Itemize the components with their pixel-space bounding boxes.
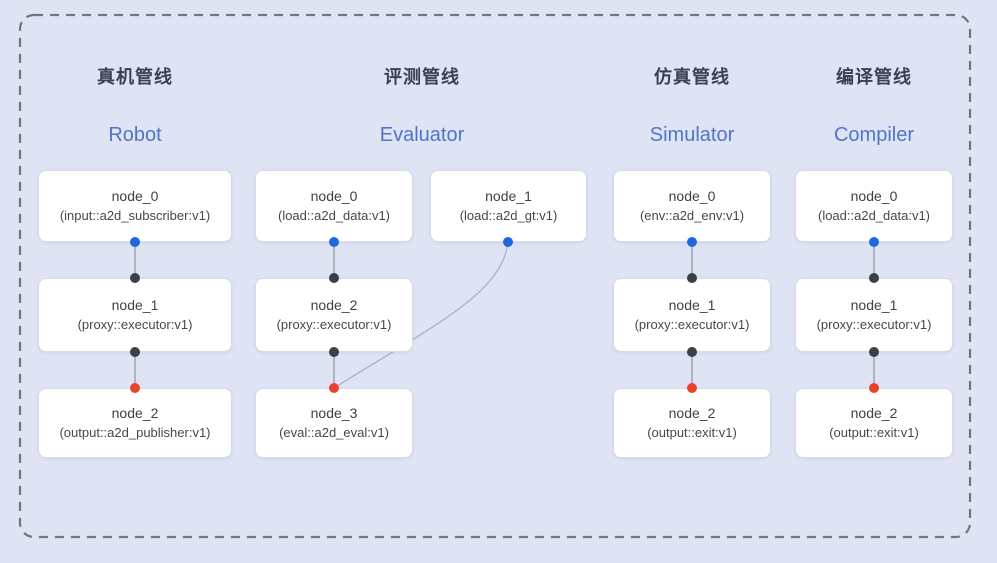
node-name: node_0: [850, 187, 898, 204]
node-robot-1: node_1 (proxy::executor:v1): [38, 278, 232, 352]
node-type: (input::a2d_subscriber:v1): [59, 208, 211, 224]
node-name: node_2: [668, 404, 716, 421]
node-evaluator-1: node_1 (load::a2d_gt:v1): [430, 170, 587, 242]
pipeline-title-cn-evaluator: 评测管线: [384, 67, 460, 87]
node-type: (output::a2d_publisher:v1): [59, 425, 211, 441]
pipeline-title-en-compiler: Compiler: [833, 124, 915, 146]
pipeline-title-cn-robot: 真机管线: [97, 67, 173, 87]
node-name: node_1: [485, 187, 532, 204]
node-name: node_0: [111, 187, 159, 204]
node-compiler-2: node_2 (output::exit:v1): [795, 388, 953, 458]
group-dashed-border: [18, 13, 972, 539]
node-type: (proxy::executor:v1): [816, 317, 932, 333]
node-name: node_2: [850, 404, 898, 421]
node-type: (load::a2d_data:v1): [277, 208, 391, 224]
node-type: (output::exit:v1): [647, 425, 737, 441]
node-evaluator-0: node_0 (load::a2d_data:v1): [255, 170, 413, 242]
node-type: (proxy::executor:v1): [634, 317, 750, 333]
node-evaluator-3: node_3 (eval::a2d_eval:v1): [255, 388, 413, 458]
node-name: node_1: [850, 296, 898, 313]
node-type: (eval::a2d_eval:v1): [279, 425, 389, 441]
node-robot-2: node_2 (output::a2d_publisher:v1): [38, 388, 232, 458]
node-name: node_1: [111, 296, 159, 313]
node-type: (load::a2d_data:v1): [817, 208, 931, 224]
node-name: node_2: [310, 296, 358, 313]
node-evaluator-2: node_2 (proxy::executor:v1): [255, 278, 413, 352]
pipeline-title-en-robot: Robot: [108, 124, 162, 146]
node-name: node_2: [111, 404, 159, 421]
pipeline-title-en-evaluator: Evaluator: [379, 124, 465, 146]
node-type: (load::a2d_gt:v1): [459, 208, 558, 224]
node-type: (env::a2d_env:v1): [639, 208, 745, 224]
node-simulator-2: node_2 (output::exit:v1): [613, 388, 771, 458]
node-compiler-0: node_0 (load::a2d_data:v1): [795, 170, 953, 242]
node-type: (output::exit:v1): [829, 425, 919, 441]
pipeline-title-cn-simulator: 仿真管线: [654, 67, 730, 87]
node-robot-0: node_0 (input::a2d_subscriber:v1): [38, 170, 232, 242]
node-name: node_0: [310, 187, 358, 204]
node-simulator-1: node_1 (proxy::executor:v1): [613, 278, 771, 352]
pipeline-title-en-simulator: Simulator: [649, 124, 735, 146]
node-simulator-0: node_0 (env::a2d_env:v1): [613, 170, 771, 242]
node-type: (proxy::executor:v1): [276, 317, 392, 333]
pipeline-title-cn-compiler: 编译管线: [836, 67, 912, 87]
node-type: (proxy::executor:v1): [77, 317, 193, 333]
node-name: node_0: [668, 187, 716, 204]
node-name: node_1: [668, 296, 716, 313]
node-name: node_3: [310, 404, 358, 421]
node-compiler-1: node_1 (proxy::executor:v1): [795, 278, 953, 352]
